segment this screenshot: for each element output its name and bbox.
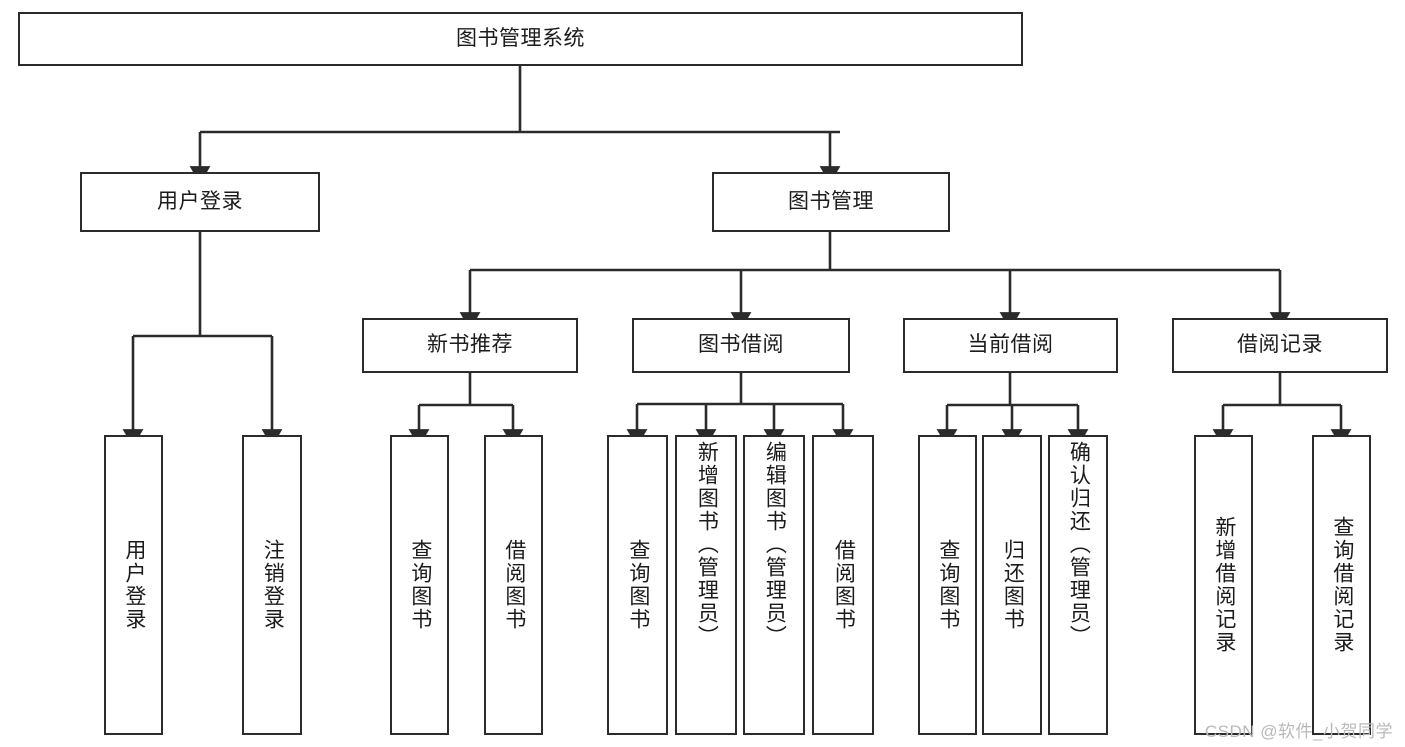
node-leaf-cur-confirm-label: 确认归还（管理员）	[1067, 441, 1091, 648]
node-leaf-cur-return-label: 归还图书	[1001, 539, 1025, 631]
node-leaf-borrow-query-label: 查询图书	[626, 539, 650, 631]
node-leaf-user-login-label: 用户登录	[122, 539, 146, 631]
node-leaf-user-logout[interactable]: 注销登录	[242, 435, 302, 735]
node-leaf-rec-borrow[interactable]: 借阅图书	[484, 435, 543, 735]
node-leaf-borrow-query[interactable]: 查询图书	[607, 435, 668, 735]
node-current-borrow[interactable]: 当前借阅	[903, 318, 1118, 373]
node-leaf-cur-confirm[interactable]: 确认归还（管理员）	[1048, 435, 1108, 735]
watermark: CSDN @软件_小贺同学	[1204, 722, 1393, 741]
node-leaf-borrow-do[interactable]: 借阅图书	[812, 435, 874, 735]
node-borrow-record-label: 借阅记录	[1237, 333, 1323, 357]
node-borrow-record[interactable]: 借阅记录	[1172, 318, 1388, 373]
node-leaf-user-logout-label: 注销登录	[261, 539, 285, 631]
node-leaf-rec-search[interactable]: 查询借阅记录	[1312, 435, 1371, 735]
node-leaf-borrow-do-label: 借阅图书	[832, 539, 856, 631]
node-root[interactable]: 图书管理系统	[18, 12, 1023, 66]
node-new-book-rec[interactable]: 新书推荐	[362, 318, 578, 373]
node-leaf-cur-return[interactable]: 归还图书	[982, 435, 1042, 735]
node-book-manage[interactable]: 图书管理	[712, 172, 950, 232]
node-root-label: 图书管理系统	[456, 26, 585, 50]
node-book-borrow[interactable]: 图书借阅	[632, 318, 850, 373]
node-leaf-rec-search-label: 查询借阅记录	[1330, 516, 1354, 654]
node-leaf-rec-query[interactable]: 查询图书	[390, 435, 449, 735]
node-leaf-borrow-edit[interactable]: 编辑图书（管理员）	[743, 435, 805, 735]
node-new-book-rec-label: 新书推荐	[427, 333, 513, 357]
node-leaf-rec-add-label: 新增借阅记录	[1212, 516, 1236, 654]
node-leaf-borrow-add[interactable]: 新增图书（管理员）	[675, 435, 737, 735]
node-leaf-cur-query[interactable]: 查询图书	[918, 435, 977, 735]
node-current-borrow-label: 当前借阅	[967, 333, 1054, 357]
node-user-login[interactable]: 用户登录	[80, 172, 320, 232]
node-user-login-label: 用户登录	[157, 189, 243, 213]
node-leaf-borrow-add-label: 新增图书（管理员）	[695, 441, 719, 648]
node-leaf-rec-add[interactable]: 新增借阅记录	[1194, 435, 1253, 735]
node-leaf-cur-query-label: 查询图书	[936, 539, 960, 631]
node-leaf-rec-query-label: 查询图书	[408, 539, 432, 631]
node-leaf-borrow-edit-label: 编辑图书（管理员）	[763, 441, 787, 648]
node-leaf-user-login[interactable]: 用户登录	[104, 435, 163, 735]
node-book-manage-label: 图书管理	[788, 189, 874, 213]
node-leaf-rec-borrow-label: 借阅图书	[502, 539, 526, 631]
node-book-borrow-label: 图书借阅	[698, 333, 784, 357]
